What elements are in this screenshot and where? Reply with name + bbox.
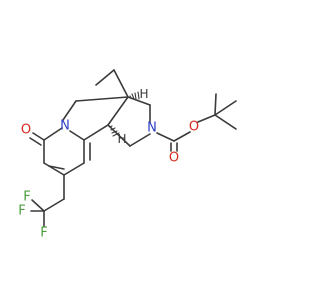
- bond-n-carbamate-ch2: [129, 133, 151, 147]
- atom-f-1: F: [23, 190, 30, 205]
- atom-f-3: F: [40, 226, 47, 241]
- bond-tbutyl-me1: [214, 100, 237, 116]
- bond-methano-bridge-b: [95, 69, 115, 86]
- bond-n-ch2: [62, 100, 77, 121]
- chemical-structure-diagram: N N O O O F F F H H: [18, 69, 237, 241]
- bond-c2-o-double: [29, 137, 42, 146]
- hashed-wedge-bottom: [109, 125, 120, 137]
- bond-c3-c4: [43, 162, 65, 176]
- bond-carbonyl-o-ester: [173, 131, 191, 142]
- bond-c6-bridgehead-bottom: [83, 124, 109, 141]
- atom-n-carbamate: N: [147, 121, 157, 136]
- bond-c4-c5: [63, 162, 85, 176]
- bond-ch2-cf3: [43, 198, 65, 212]
- bond-tbutyl-me2: [214, 114, 237, 130]
- bond-o-tbutyl: [197, 114, 216, 123]
- stereo-wedges: [109, 91, 140, 137]
- bond-methano-bridge-a: [113, 69, 129, 98]
- bond-n-carbonyl: [156, 132, 175, 142]
- atom-o-ester: O: [189, 120, 199, 135]
- bond-c6-n: [69, 130, 85, 141]
- bond-c3-c4-inner: [48, 165, 65, 170]
- bond-tbutyl-me3: [214, 93, 217, 116]
- bond-c-f3: [31, 199, 45, 212]
- atom-f-2: F: [18, 204, 25, 219]
- stereo-h-top: H: [139, 87, 148, 101]
- bond-n-c2: [43, 127, 63, 141]
- atom-o-carbonyl: O: [169, 151, 179, 166]
- atom-labels: N N O O O F F F H H: [18, 87, 199, 241]
- bond-c2-o: [32, 132, 45, 141]
- bond-bridgehead-top-ch2: [127, 96, 151, 106]
- bonds: [29, 69, 237, 227]
- bond-ch2-bridgehead-bottom: [107, 124, 131, 147]
- atom-o-ketone: O: [21, 123, 31, 138]
- hashed-wedge-top: [129, 91, 140, 100]
- bond-bridgehead-bottom-top: [107, 96, 129, 126]
- stereo-h-bottom: H: [117, 132, 126, 146]
- atom-n-ring: N: [60, 119, 70, 134]
- bond-ch2-bridgehead-top: [75, 96, 129, 102]
